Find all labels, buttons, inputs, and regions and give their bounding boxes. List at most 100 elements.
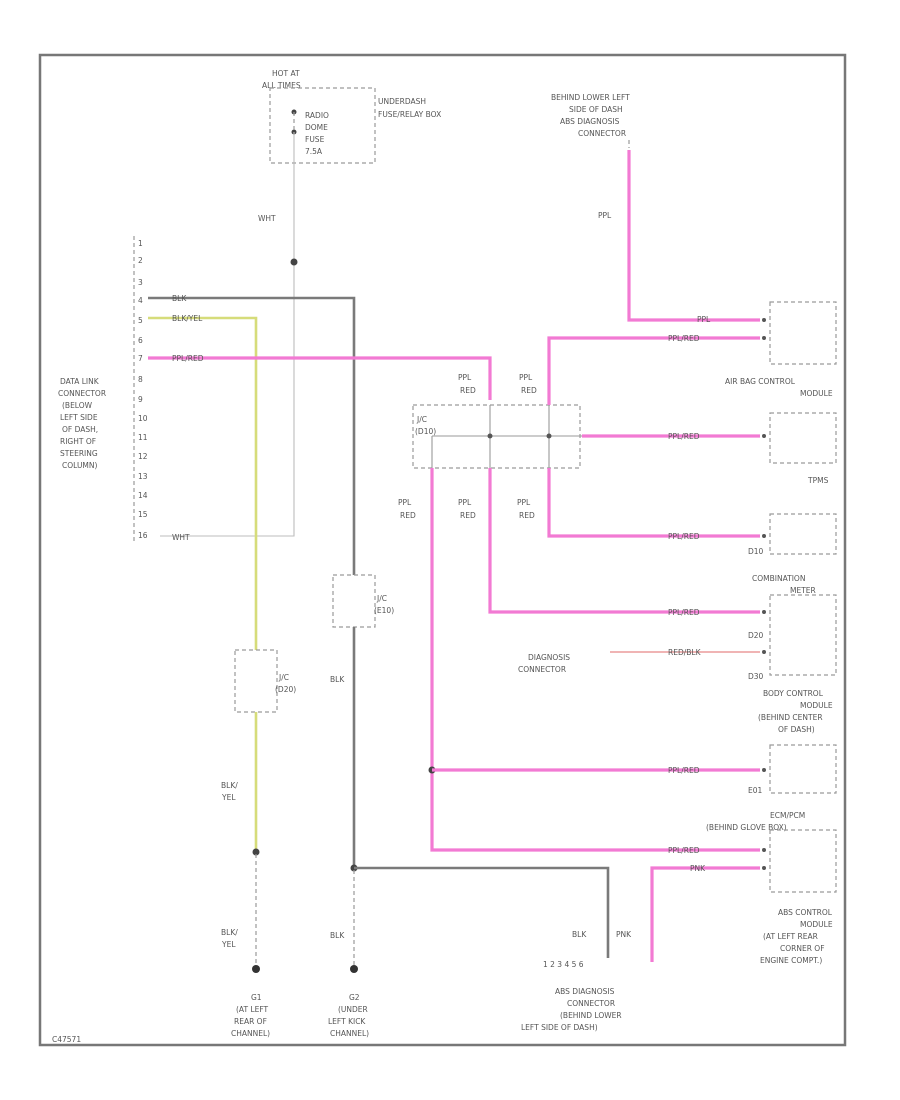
dlc-pin-11: 11 bbox=[138, 433, 148, 442]
e01-label: E01 bbox=[748, 786, 763, 795]
bcm-label-4: OF DASH) bbox=[778, 725, 815, 734]
tpms-outline bbox=[769, 412, 837, 464]
abs-diag-bottom-label-1: ABS DIAGNOSIS bbox=[555, 987, 615, 996]
dlc-pin-16: 16 bbox=[138, 531, 148, 540]
jc-e10-label-1: J/C bbox=[376, 594, 387, 603]
abs-module-label-3: (AT LEFT REAR bbox=[763, 932, 818, 941]
red-label-out2: RED bbox=[460, 511, 476, 520]
abs-diag-bottom-label-4: LEFT SIDE OF DASH) bbox=[521, 1023, 598, 1032]
dlc-pin-9: 9 bbox=[138, 395, 143, 404]
ppl-red-label-abs: PPL/RED bbox=[668, 846, 700, 855]
abs-pins-label: 1 2 3 4 5 6 bbox=[543, 960, 584, 969]
jc-d20-outline bbox=[234, 649, 278, 713]
abs-diag-bottom-label-2: CONNECTOR bbox=[567, 999, 615, 1008]
blk-yel-label-4: YEL bbox=[221, 940, 236, 949]
dlc-pin-15: 15 bbox=[138, 510, 148, 519]
dlc-pin-2: 2 bbox=[138, 256, 143, 265]
pnk-label-abs: PNK bbox=[690, 864, 706, 873]
g1-label-1: G1 bbox=[251, 993, 262, 1002]
bcm-label-2: MODULE bbox=[800, 701, 833, 710]
ecm-label-2: (BEHIND GLOVE BOX) bbox=[706, 823, 787, 832]
dlc-pin-14: 14 bbox=[138, 491, 148, 500]
g1-label-3: REAR OF bbox=[234, 1017, 267, 1026]
ppl-label-srs: PPL bbox=[697, 315, 711, 324]
abs-module-label-2: MODULE bbox=[800, 920, 833, 929]
ppl-label-jc-in1: PPL bbox=[458, 373, 472, 382]
abs-module-label-1: ABS CONTROL bbox=[778, 908, 833, 917]
wire-blk-yel bbox=[148, 316, 258, 650]
pin-mark-abs-2 bbox=[762, 866, 766, 870]
dlc-label-1: DATA LINK bbox=[60, 377, 100, 386]
dlc-label-8: COLUMN) bbox=[62, 461, 98, 470]
blk-label-abs: BLK bbox=[572, 930, 587, 939]
blk-yel-label-3: BLK/ bbox=[221, 928, 238, 937]
wire-ppl-red-d10 bbox=[547, 468, 760, 538]
ppl-red-label-ecm: PPL/RED bbox=[668, 766, 700, 775]
pin-mark-abs-1 bbox=[762, 848, 766, 852]
wire-ppl-srs bbox=[627, 150, 760, 322]
dlc-pin-6: 6 bbox=[138, 336, 143, 345]
g2-label-2: (UNDER bbox=[338, 1005, 368, 1014]
ppl-label-out1: PPL bbox=[398, 498, 412, 507]
red-label-jc-in2: RED bbox=[521, 386, 537, 395]
wht-label-pin16: WHT bbox=[172, 533, 190, 542]
dlc-pin-3: 3 bbox=[138, 278, 143, 287]
dlc-pin-5: 5 bbox=[138, 316, 143, 325]
combination-meter-label-1: COMBINATION bbox=[752, 574, 805, 583]
red-blk-label: RED/BLK bbox=[668, 648, 702, 657]
g2-label-4: CHANNEL) bbox=[330, 1029, 369, 1038]
diag-conn-label-2: CONNECTOR bbox=[518, 665, 566, 674]
abs-module-label-4: CORNER OF bbox=[780, 944, 825, 953]
fuse-label-2: DOME bbox=[305, 123, 328, 132]
ground-g2 bbox=[350, 965, 358, 973]
wire-ppl-red-pin7 bbox=[148, 356, 492, 400]
abs-diag-top-label-4: CONNECTOR bbox=[578, 129, 626, 138]
blk-yel-label-pin5: BLK/YEL bbox=[172, 314, 203, 323]
jc-node-right bbox=[546, 433, 552, 439]
dlc-pin-4: 4 bbox=[138, 296, 143, 305]
srs-module-label-2: MODULE bbox=[800, 389, 833, 398]
jc-d20-label-1: J/C bbox=[278, 673, 289, 682]
abs-diag-bottom-label-3: (BEHIND LOWER bbox=[560, 1011, 622, 1020]
g2-label-1: G2 bbox=[349, 993, 360, 1002]
dlc-pin-12: 12 bbox=[138, 452, 148, 461]
wht-label-top: WHT bbox=[258, 214, 276, 223]
dlc-pin-1: 1 bbox=[138, 239, 143, 248]
ppl-red-label-pin7: PPL/RED bbox=[172, 354, 204, 363]
g1-label-4: CHANNEL) bbox=[231, 1029, 270, 1038]
blk-yel-label-2: YEL bbox=[221, 793, 236, 802]
wire-ppl-red-meter bbox=[488, 468, 760, 614]
splice-wht bbox=[290, 258, 298, 266]
fuse-box-label-2: FUSE/RELAY BOX bbox=[378, 110, 441, 119]
jc-e10-label-2: (E10) bbox=[374, 606, 394, 615]
pin-mark-ecm bbox=[762, 768, 766, 772]
fuse-label-4: 7.5A bbox=[305, 147, 323, 156]
wire-blk-pin4 bbox=[148, 296, 356, 575]
dlc-label-6: RIGHT OF bbox=[60, 437, 96, 446]
dlc-pin-8: 8 bbox=[138, 375, 143, 384]
srs-module-label-1: AIR BAG CONTROL bbox=[725, 377, 796, 386]
ppl-vertical-label: PPL bbox=[598, 211, 612, 220]
blk-label-g2: BLK bbox=[330, 931, 345, 940]
ecm-connector-outline bbox=[769, 744, 837, 794]
bcm-label-1: BODY CONTROL bbox=[763, 689, 824, 698]
dlc-label-3: (BELOW bbox=[62, 401, 93, 410]
red-label-jc-in1: RED bbox=[460, 386, 476, 395]
abs-diag-top-label-1: BEHIND LOWER LEFT bbox=[551, 93, 630, 102]
wire-ppl-red-srs bbox=[547, 336, 760, 405]
all-times-label: ALL TIMES bbox=[262, 81, 301, 90]
wire-wht bbox=[160, 132, 295, 537]
ppl-red-label-tpms: PPL/RED bbox=[668, 432, 700, 441]
fuse-label-3: FUSE bbox=[305, 135, 325, 144]
d20-label: D20 bbox=[748, 631, 764, 640]
wire-pnk-abs bbox=[650, 866, 760, 962]
abs-module-label-5: ENGINE COMPT.) bbox=[760, 956, 822, 965]
d30-label: D30 bbox=[748, 672, 764, 681]
fuse-box-label-1: UNDERDASH bbox=[378, 97, 426, 106]
jc-d10-label-1: J/C bbox=[416, 415, 427, 424]
ppl-label-out2: PPL bbox=[458, 498, 472, 507]
fuse-box-outline bbox=[269, 87, 376, 164]
ppl-red-label-srs: PPL/RED bbox=[668, 334, 700, 343]
blk-label-mid: BLK bbox=[330, 675, 345, 684]
pin-mark-tpms bbox=[762, 434, 766, 438]
